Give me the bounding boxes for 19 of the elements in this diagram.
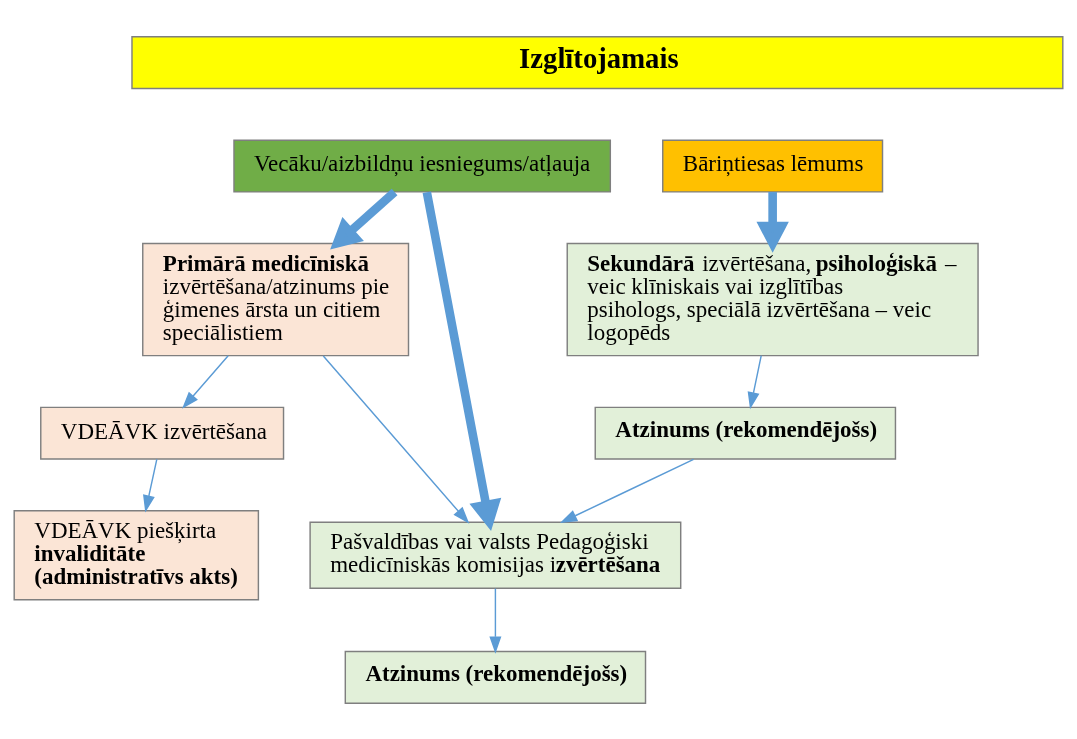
node-box: Atzinums (rekomendējošs) [344,650,647,704]
arrow [330,188,398,250]
node-box: Sekundārā izvērtēšana, psiholoģiskā – veic klīniskais vai izglītības psihologs, speciālā izvērtēšana – veic logopēds [566,242,979,356]
arrow [559,458,695,523]
node-box: Pašvaldības vai valsts Pedagoģiski medicīniskās komisijas izvērtēšana [309,521,682,589]
arrow [756,191,789,253]
arrow [489,587,502,654]
node-box: VDEĀVK izvērtēšana [40,406,285,460]
arrow [322,354,470,524]
node-box: Primārā medicīniskā izvērtēšana/atzinums pie ģimenes ārsta un citiem speciālistiem [142,242,410,356]
node-box: Izglītojamais [131,35,1064,89]
node-box: Bāriņtiesas lēmums [662,138,884,193]
node-box: VDEĀVK piešķirta invaliditāte (administratīvs akts) [13,509,260,601]
arrow [747,354,762,409]
node-box: Atzinums (rekomendējošs) [594,406,897,460]
node-box: Vecāku/aizbildņu iesniegums/atļauja [233,138,612,193]
arrow [143,458,158,512]
arrow [182,354,229,409]
arrow [422,190,502,531]
